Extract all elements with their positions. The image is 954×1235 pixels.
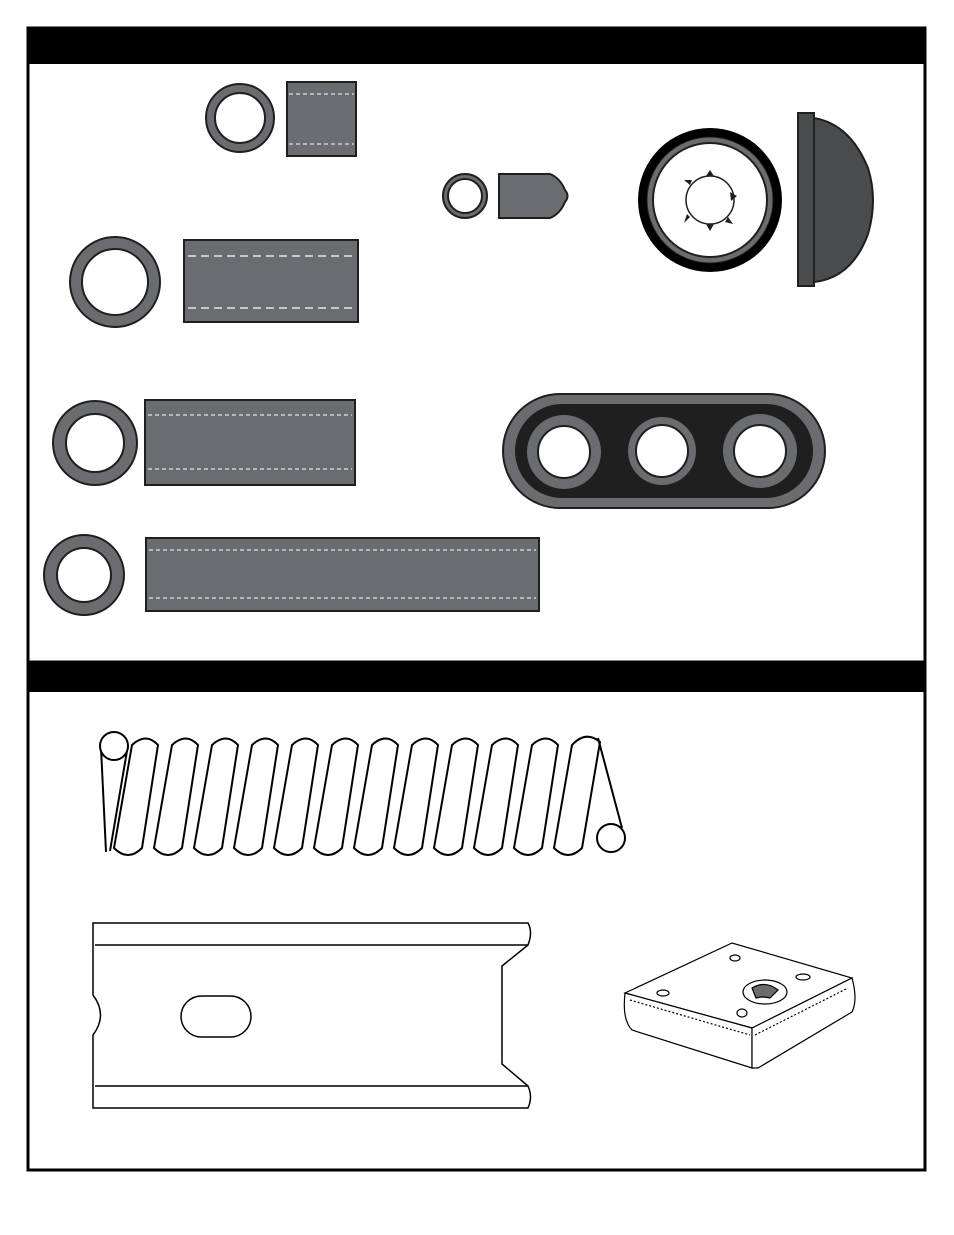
long-spacer: [53, 400, 355, 485]
section-bottom-header-bar: [28, 662, 925, 692]
section-top-header-bar: [28, 28, 925, 64]
channel-bracket: [93, 923, 531, 1108]
mini-spacer: [443, 174, 568, 218]
medium-spacer: [70, 237, 358, 327]
slot-hole: [181, 996, 251, 1037]
three-hole-bracket: [503, 394, 825, 508]
